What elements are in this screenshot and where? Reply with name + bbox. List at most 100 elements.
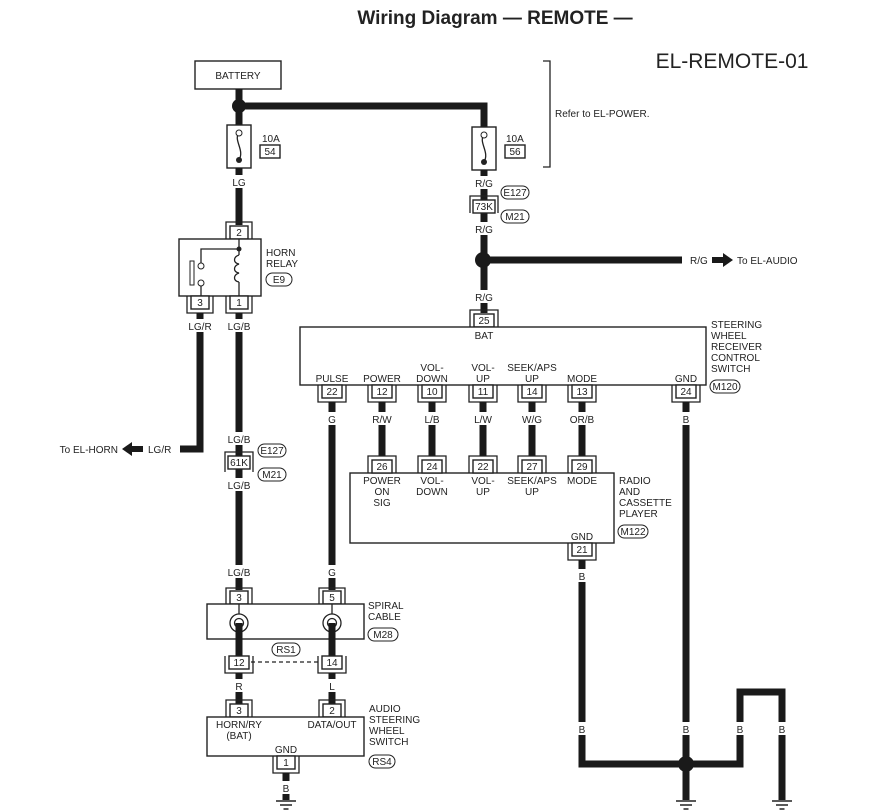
splice-ground [678, 756, 694, 772]
joint-61k-conn1: E127 [260, 446, 284, 457]
joint-73k: 73K [475, 202, 493, 213]
wire-label-b-1: B [683, 415, 690, 426]
audio-switch-pin-2: 2 [329, 706, 335, 717]
refer-note: Refer to EL-POWER. [555, 109, 649, 120]
page-title: Wiring Diagram — REMOTE — [357, 8, 632, 29]
wire-label-b-3: B [579, 725, 586, 736]
audio-switch-label-4: SWITCH [369, 737, 408, 748]
receiver-pin-label: DOWN [416, 374, 448, 385]
receiver-bat-label: BAT [475, 331, 494, 342]
receiver-switch-box [299, 326, 707, 386]
radio-label-2: AND [619, 487, 640, 498]
radio-pin-number: 26 [376, 462, 388, 473]
receiver-pin-label: PULSE [316, 374, 349, 385]
battery-box [194, 60, 282, 90]
radio-pin-label: VOL- [471, 476, 494, 487]
audio-switch-horn-label-2: (BAT) [226, 731, 251, 742]
radio-pin-number: 29 [576, 462, 588, 473]
wire-label-b-4: B [683, 725, 690, 736]
wire-label-lg-b-3: LG/B [228, 481, 251, 492]
wire-label-lg-r: LG/R [188, 322, 211, 333]
receiver-pin [371, 384, 393, 399]
spiral-label-1: SPIRAL [368, 601, 404, 612]
ground-icon [771, 800, 793, 810]
spiral-pin-14: 14 [326, 658, 338, 669]
wire-label-g-1: G [328, 415, 336, 426]
audio-switch-pin-1: 1 [283, 758, 289, 769]
radio-pin-label: UP [525, 487, 539, 498]
wire-label-g-2: G [328, 568, 336, 579]
audio-switch-gnd-label: GND [275, 745, 297, 756]
signal-wire-label: OR/B [570, 415, 595, 426]
receiver-pin-label: GND [675, 374, 697, 385]
receiver-label-1: STEERING [711, 320, 762, 331]
wire-label-lg-b-1: LG/B [228, 322, 251, 333]
wire-label-r-g-audio: R/G [690, 256, 708, 267]
joint-73k-conn1: E127 [503, 188, 527, 199]
receiver-pin [675, 384, 697, 399]
splice-r-g [475, 252, 491, 268]
spiral-pin-5: 5 [329, 593, 335, 604]
radio-connector: M122 [620, 527, 645, 538]
audio-switch-label-2: STEERING [369, 715, 420, 726]
splice-battery [232, 99, 246, 113]
radio-pin-number: 22 [477, 462, 489, 473]
fuse-56-number: 56 [509, 147, 521, 158]
relay-pin-1: 1 [236, 298, 242, 309]
ground-icon [275, 800, 297, 810]
wire-label-b-5: B [737, 725, 744, 736]
radio-label-1: RADIO [619, 476, 651, 487]
receiver-pin [321, 384, 343, 399]
radio-pin [421, 459, 443, 474]
wire-label-b-audio: B [283, 784, 290, 795]
relay-pin-2: 2 [236, 228, 242, 239]
receiver-pin-label: VOL- [420, 363, 443, 374]
wire-label-lg: LG [232, 178, 246, 189]
signal-wire-label: L/B [424, 415, 439, 426]
ground-icon [675, 800, 697, 810]
rs1-connector: RS1 [276, 645, 296, 656]
radio-pin [371, 459, 393, 474]
radio-pin-label: ON [375, 487, 390, 498]
audio-switch-label-1: AUDIO [369, 704, 401, 715]
radio-pin-label: MODE [567, 476, 597, 487]
receiver-pin-label: POWER [363, 374, 401, 385]
receiver-pin [521, 384, 543, 399]
radio-pins: 26POWERONSIG24VOL-DOWN22VOL-UP27SEEK/APS… [363, 455, 597, 509]
receiver-pin-number: 13 [576, 387, 588, 398]
audio-switch-data-label: DATA/OUT [307, 720, 356, 731]
receiver-pin-label: MODE [567, 374, 597, 385]
audio-switch-pin-3: 3 [236, 706, 242, 717]
receiver-pin-label: VOL- [471, 363, 494, 374]
receiver-pin-number: 22 [326, 387, 338, 398]
battery-label: BATTERY [215, 71, 261, 82]
spiral-pin-12: 12 [233, 658, 245, 669]
receiver-label-4: CONTROL [711, 353, 760, 364]
relay-connector: E9 [273, 275, 286, 286]
wire-lg-r [180, 313, 204, 453]
relay-pin-3: 3 [197, 298, 203, 309]
radio-pin-number: 24 [426, 462, 438, 473]
radio-label-4: PLAYER [619, 509, 658, 520]
radio-pin [521, 459, 543, 474]
fuse-54-number: 54 [264, 147, 276, 158]
wire-label-lg-b-2: LG/B [228, 435, 251, 446]
receiver-pin-label: UP [476, 374, 490, 385]
radio-pin [571, 459, 593, 474]
wire-label-lg-b-4: LG/B [228, 568, 251, 579]
spiral-connector: M28 [373, 630, 393, 641]
radio-pin-label: SIG [373, 498, 390, 509]
relay-label-2: RELAY [266, 259, 298, 270]
wire-label-r-g-1: R/G [475, 179, 493, 190]
receiver-connector: M120 [712, 382, 737, 393]
receiver-label-3: RECEIVER [711, 342, 762, 353]
page-code: EL-REMOTE-01 [656, 50, 809, 73]
arrow-right-icon [712, 253, 733, 267]
wire-label-l: L [329, 682, 335, 693]
radio-pin-label: UP [476, 487, 490, 498]
receiver-pin-number: 11 [478, 387, 489, 398]
wire-label-r-g-3: R/G [475, 293, 493, 304]
joint-73k-conn2: M21 [505, 212, 525, 223]
receiver-pin-number: 10 [426, 387, 438, 398]
joint-61k: 61K [230, 458, 248, 469]
